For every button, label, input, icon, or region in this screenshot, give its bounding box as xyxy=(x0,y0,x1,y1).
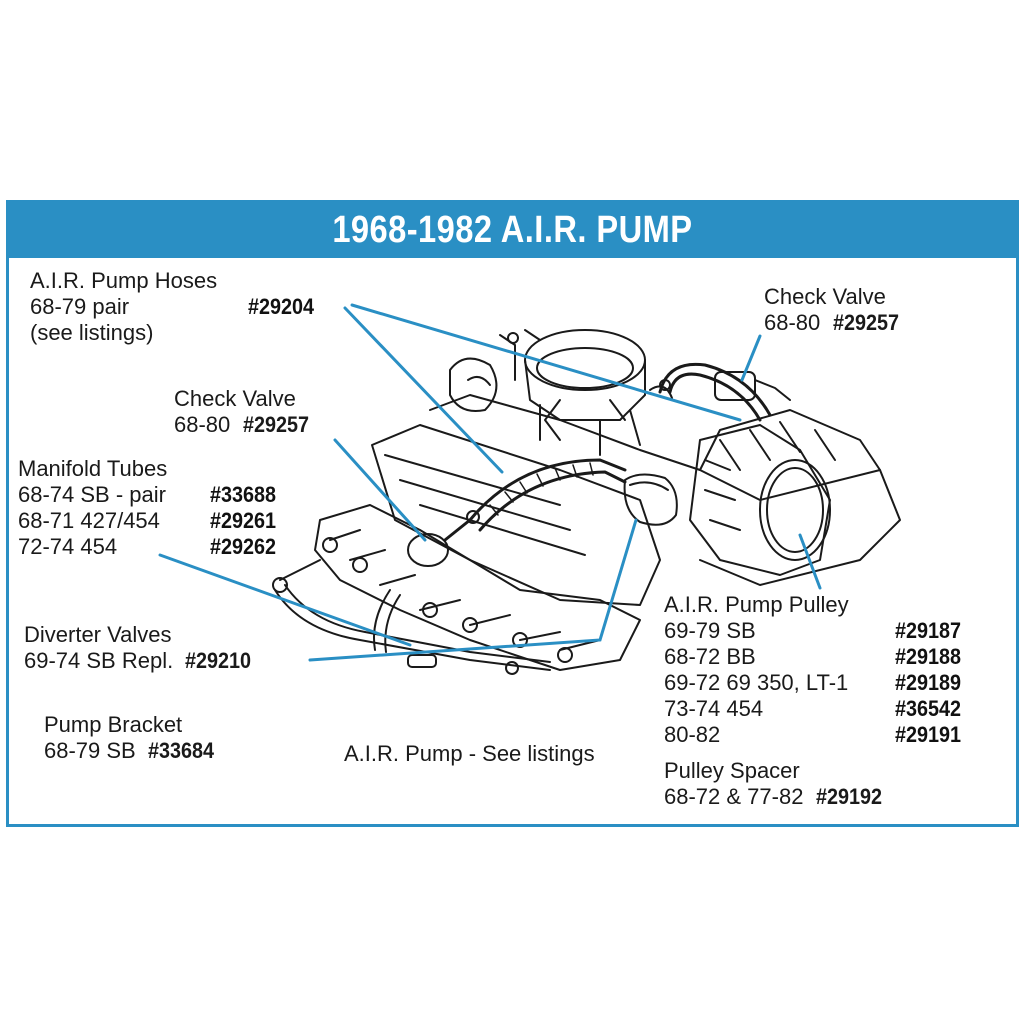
callout-air-pump-pulley: A.I.R. Pump Pulley 69-79 SB 68-72 BB 69-… xyxy=(664,592,849,748)
manifold-tubes-part-1: #33688 xyxy=(210,482,277,507)
pulley-row-1: 69-79 SB xyxy=(664,618,756,643)
pulley-spacer-name: Pulley Spacer xyxy=(664,758,800,783)
check-valve-left-name: Check Valve xyxy=(174,386,296,411)
callout-pump-bracket: Pump Bracket 68-79 SB #33684 xyxy=(44,712,221,764)
diverter-valve-part xyxy=(623,473,678,526)
hoses-part-number: #29204 xyxy=(248,294,315,319)
pulley-part-5: #29191 xyxy=(895,722,962,747)
leader-manifold-tubes xyxy=(158,553,412,647)
pulley-spacer-part-number: #29192 xyxy=(815,784,882,809)
manifold-tubes-row-2: 68-71 427/454 xyxy=(18,508,160,533)
leader-check-valve-right xyxy=(740,334,762,382)
pulley-part-1: #29187 xyxy=(895,618,962,643)
diagram-title: 1968-1982 A.I.R. PUMP xyxy=(332,209,693,251)
leader-check-valve-left xyxy=(333,438,427,542)
manifold-tubes-row-3: 72-74 454 xyxy=(18,534,118,559)
pulley-part-3: #29189 xyxy=(895,670,962,695)
check-valve-right-years: 68-80 xyxy=(764,310,821,335)
leader-pulley xyxy=(798,533,822,590)
leader-hoses-2 xyxy=(350,303,742,422)
callout-check-valve-right: Check Valve 68-80 #29257 xyxy=(764,284,906,336)
manifold-tubes-part-2: #29261 xyxy=(210,508,277,533)
callout-air-pump: A.I.R. Pump - See listings xyxy=(344,741,595,766)
check-valve-right-name: Check Valve xyxy=(764,284,886,309)
valve-cover-left xyxy=(371,424,661,606)
exhaust-manifold xyxy=(314,504,641,671)
pump-bracket-part-number: #33684 xyxy=(147,738,215,763)
pulley-row-3: 69-72 69 350, LT-1 xyxy=(664,670,849,695)
callout-pulley-spacer: Pulley Spacer 68-72 & 77-82 #29192 xyxy=(664,758,889,810)
hoses-note: (see listings) xyxy=(30,320,154,345)
title-banner: 1968-1982 A.I.R. PUMP xyxy=(9,203,1016,258)
pulley-spacer-years: 68-72 & 77-82 xyxy=(664,784,804,809)
manifold-tubes-name: Manifold Tubes xyxy=(18,456,168,481)
leader-hoses-1 xyxy=(343,306,504,474)
air-cleaner-base xyxy=(524,329,646,391)
callout-manifold-tubes: Manifold Tubes 68-74 SB - pair 68-71 427… xyxy=(18,456,167,560)
pump-bracket-years: 68-79 SB xyxy=(44,738,136,763)
manifold-tubes-row-1: 68-74 SB - pair xyxy=(18,482,166,507)
leader-diverter-valves xyxy=(308,518,638,662)
check-valve-left-years: 68-80 xyxy=(174,412,231,437)
check-valve-right-part xyxy=(714,371,756,401)
air-pump-pulley xyxy=(759,459,831,561)
hoses-name: A.I.R. Pump Hoses xyxy=(30,268,218,293)
diagram-frame: 1968-1982 A.I.R. PUMP xyxy=(6,200,1019,827)
callout-diverter-valves: Diverter Valves 69-74 SB Repl. #29210 xyxy=(24,622,259,674)
check-valve-right-part-number: #29257 xyxy=(832,310,899,335)
pulley-part-2: #29188 xyxy=(895,644,962,669)
callout-check-valve-left: Check Valve 68-80 #29257 xyxy=(174,386,316,438)
pulley-part-4: #36542 xyxy=(895,696,962,721)
manifold-tubes-part-3: #29262 xyxy=(210,534,277,559)
callout-air-pump-hoses: A.I.R. Pump Hoses 68-79 pair (see listin… xyxy=(30,268,217,346)
check-valve-left-part-number: #29257 xyxy=(242,412,309,437)
pulley-name: A.I.R. Pump Pulley xyxy=(664,592,849,617)
diverter-valves-part-number: #29210 xyxy=(185,648,252,673)
air-pump-body xyxy=(689,424,831,576)
pump-bracket-name: Pump Bracket xyxy=(44,712,183,737)
hoses-years: 68-79 pair xyxy=(30,294,130,319)
pulley-row-4: 73-74 454 xyxy=(664,696,764,721)
leader-lines xyxy=(158,303,822,662)
pulley-row-2: 68-72 BB xyxy=(664,644,756,669)
pulley-row-5: 80-82 xyxy=(664,722,721,747)
check-valve-left-part xyxy=(407,533,449,567)
diverter-valves-years: 69-74 SB Repl. xyxy=(24,648,174,673)
diverter-valves-name: Diverter Valves xyxy=(24,622,172,647)
